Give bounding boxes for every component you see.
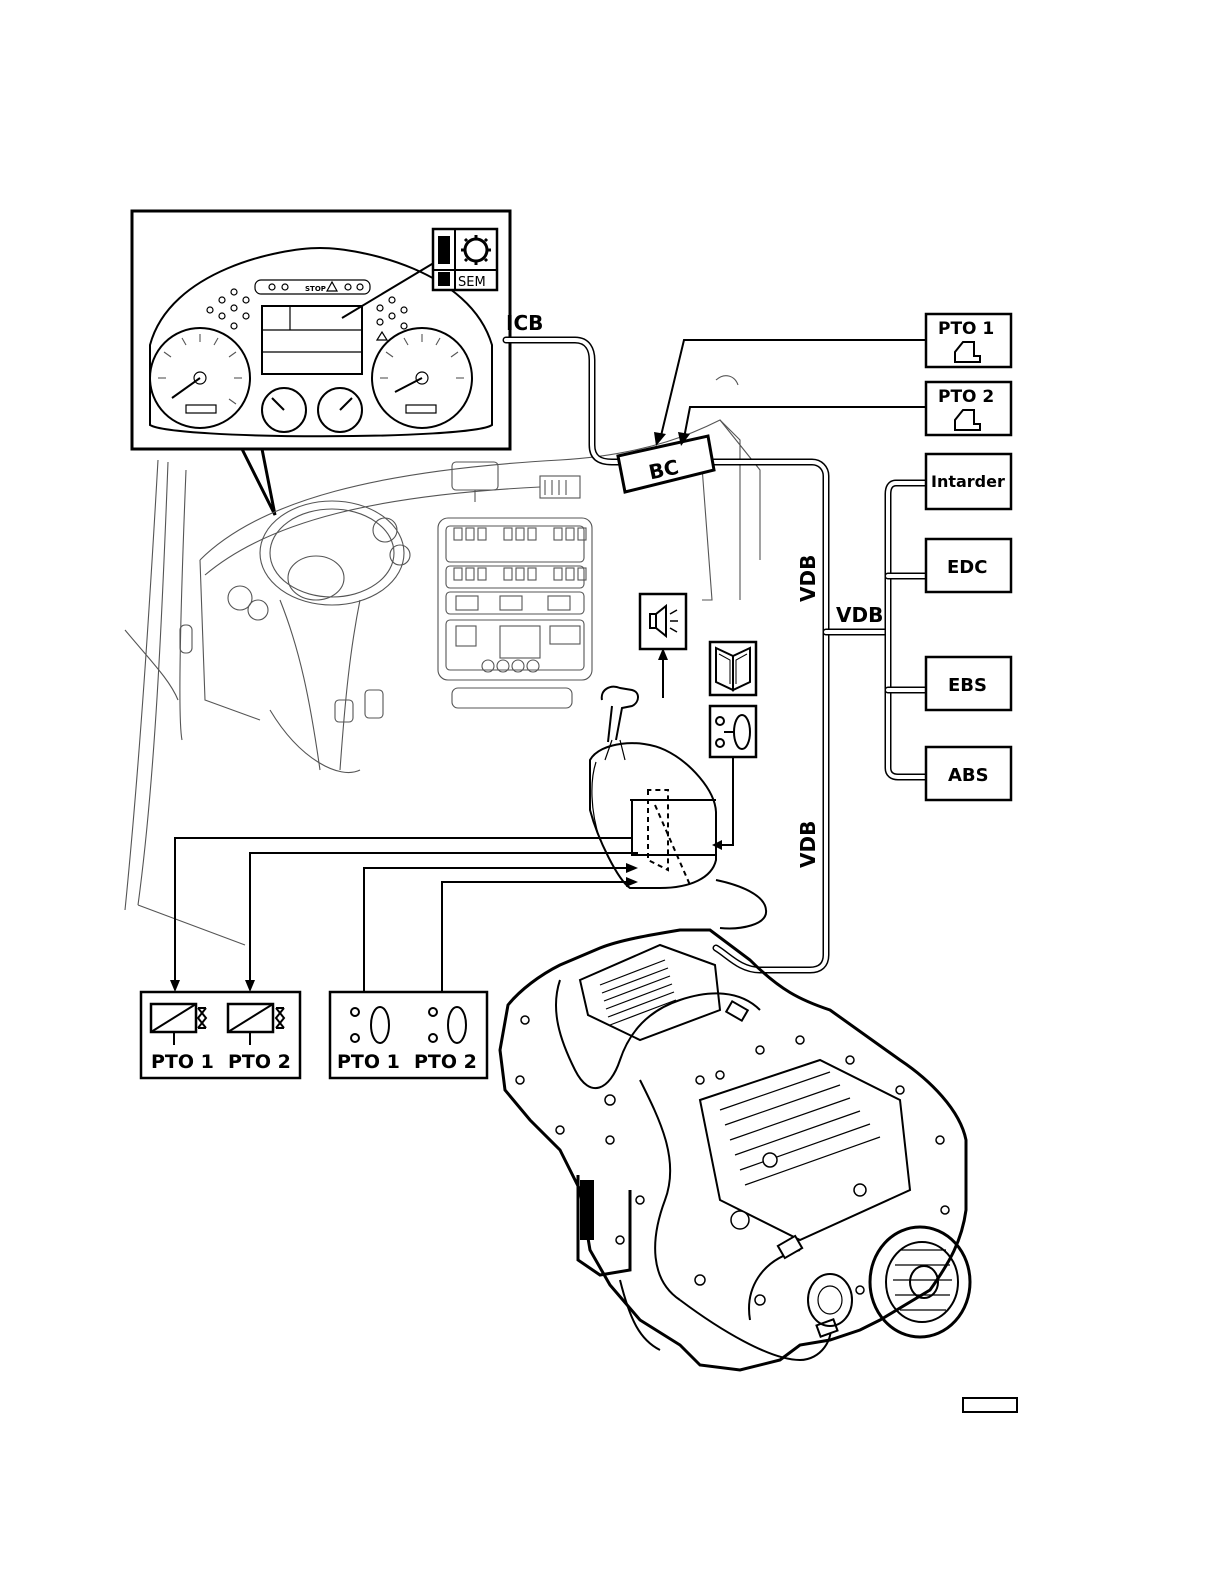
intarder-label: Intarder xyxy=(931,472,1005,491)
edc-label: EDC xyxy=(947,557,987,578)
vdb-bus-label-upper: VDB xyxy=(796,555,820,602)
switch-pto1-label: PTO 1 xyxy=(337,1051,400,1073)
vdb-bus-label-lower: VDB xyxy=(796,821,820,868)
abs-ecu-box: ABS xyxy=(926,747,1011,800)
vdb-bus-label-horizontal: VDB xyxy=(836,603,883,627)
figure-number-frame xyxy=(963,1398,1017,1412)
horn-icon-box xyxy=(640,594,686,698)
gearbox-icon xyxy=(438,236,450,286)
icb-bus-label: ICB xyxy=(506,311,543,335)
valve-pto2-label: PTO 2 xyxy=(228,1051,291,1073)
pto-switch-panel: PTO 1 PTO 2 xyxy=(330,992,487,1078)
switch-pto2-label: PTO 2 xyxy=(414,1051,477,1073)
gearbox-drawing xyxy=(500,930,970,1370)
sem-indicator: SEM xyxy=(433,229,497,290)
intarder-ecu-box: Intarder xyxy=(926,454,1011,509)
pto-valve-panel: PTO 1 PTO 2 xyxy=(141,992,300,1078)
pto2-request-label: PTO 2 xyxy=(938,387,994,407)
door-icon-box xyxy=(710,642,756,695)
pto-request-arrows xyxy=(654,340,926,446)
bc-module: BC xyxy=(618,436,714,492)
edc-ecu-box: EDC xyxy=(926,539,1011,592)
abs-label: ABS xyxy=(948,765,989,786)
ebs-label: EBS xyxy=(948,675,987,696)
pto2-request-box: PTO 2 xyxy=(926,382,1011,435)
stop-warning-text: STOP xyxy=(305,285,326,293)
pto1-request-label: PTO 1 xyxy=(938,319,994,339)
sem-label: SEM xyxy=(458,275,486,290)
ebs-ecu-box: EBS xyxy=(926,657,1011,710)
valve-pto1-label: PTO 1 xyxy=(151,1051,214,1073)
pto1-request-box: PTO 1 xyxy=(926,314,1011,367)
